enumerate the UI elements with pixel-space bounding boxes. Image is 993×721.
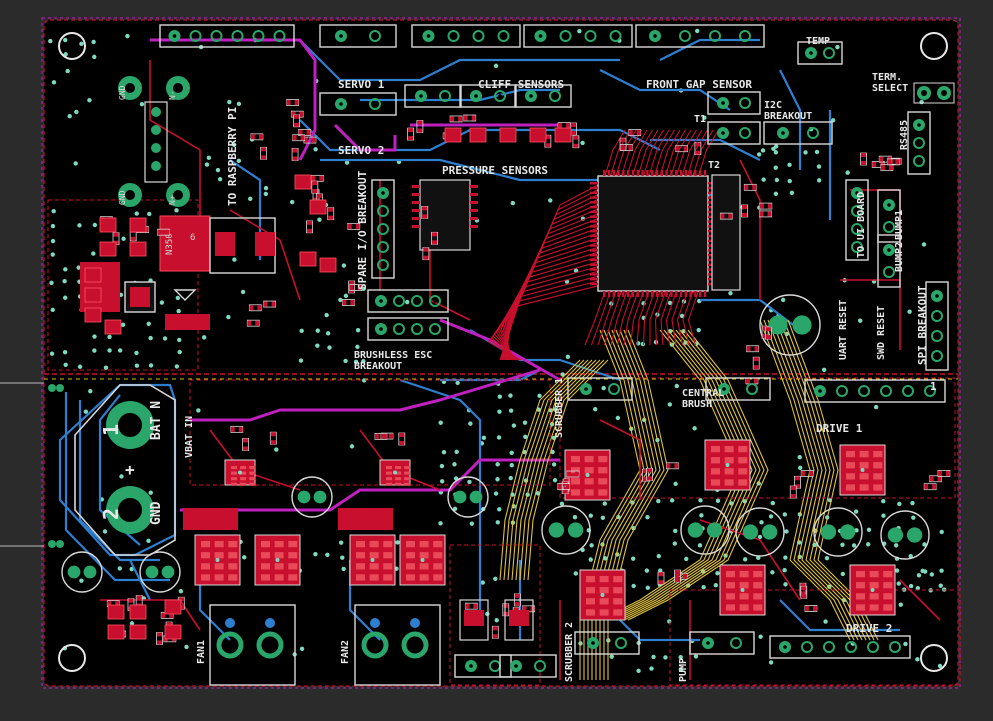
- label-t2: T2: [708, 160, 720, 171]
- label-fan2: FAN2: [340, 640, 351, 664]
- label-fan1: FAN1: [196, 640, 207, 664]
- bat-plus: +: [125, 460, 135, 479]
- board-edge-cuts: [41, 17, 961, 689]
- label-front-gap-sensor: FRONT GAP SENSOR: [646, 78, 752, 91]
- label-temp: TEMP: [806, 36, 830, 47]
- label-pressure-sensors: PRESSURE SENSORS: [442, 164, 548, 177]
- mounting-holes: [58, 32, 948, 672]
- label-bump2: BUMP2: [894, 242, 905, 272]
- label-pump: PUMP: [678, 658, 689, 682]
- label-t1: T1: [694, 114, 706, 125]
- regulator-ic: N350 6: [159, 215, 211, 272]
- label-drive2: DRIVE 2: [846, 622, 892, 635]
- term-select-jumper: [913, 82, 955, 104]
- label-to-raspberry-pi: TO RASPBERRY PI: [226, 107, 239, 206]
- electrolytic-capacitors: [61, 294, 930, 593]
- gnd2-label: GND: [118, 190, 127, 205]
- n-plus-label: N+: [168, 195, 177, 205]
- label-bump1: BUMP1: [894, 210, 905, 240]
- mcu-main: [590, 170, 712, 297]
- n-minus-label: N-: [168, 90, 177, 100]
- label-servo1: SERVO 1: [338, 78, 385, 91]
- label-servo2: SERVO 2: [338, 144, 384, 157]
- thru-hole-pads: GND GND N- N+: [118, 76, 190, 207]
- label-drive1: DRIVE 1: [816, 422, 863, 435]
- label-uart-reset: UART RESET: [838, 300, 849, 360]
- bat-gnd-label: GND: [149, 501, 164, 525]
- mcu-secondary: [711, 174, 741, 291]
- bat-pin2: 2: [99, 508, 123, 520]
- silkscreen-labels: SERVO 1 SERVO 2 CLIFF SENSORS FRONT GAP …: [184, 36, 937, 682]
- label-rs485: RS485: [899, 120, 910, 150]
- label-conn-pin1: 1: [930, 380, 937, 393]
- label-to-ui-board: TO UI BOARD: [856, 192, 867, 258]
- ic-digit: 6: [190, 233, 195, 243]
- bat-pin1: 1: [99, 424, 123, 436]
- ic-qfn-top: [412, 179, 478, 251]
- label-scrubber2: SCRUBBER 2: [564, 622, 575, 682]
- board-edge-outline: [43, 19, 959, 687]
- smd-passives: [84, 99, 951, 645]
- label-spare-io: SPARE I/O BREAKOUT: [356, 170, 369, 290]
- label-swd-reset: SWD RESET: [876, 306, 887, 360]
- label-term: TERM.SELECT: [872, 72, 908, 94]
- gnd1-label: GND: [118, 85, 127, 100]
- label-scrubber1: SCRUBBER 1: [554, 378, 565, 438]
- label-vbat-in: VBAT IN: [184, 416, 195, 458]
- front-copper-fanout: [487, 129, 719, 361]
- connectors: [48, 24, 949, 686]
- label-cliff-sensors: CLIFF SENSORS: [478, 78, 564, 91]
- ic-label: N350: [165, 233, 175, 255]
- label-spi-breakout: SPI BREAKOUT: [916, 285, 929, 365]
- battery-connector: BAT N GND 1 2 +: [74, 384, 176, 556]
- bat-n-label: BAT N: [149, 401, 164, 440]
- dashed-zone-outlines: [47, 199, 961, 686]
- power-inductor: [209, 217, 276, 274]
- motor-driver-ics: [183, 439, 896, 621]
